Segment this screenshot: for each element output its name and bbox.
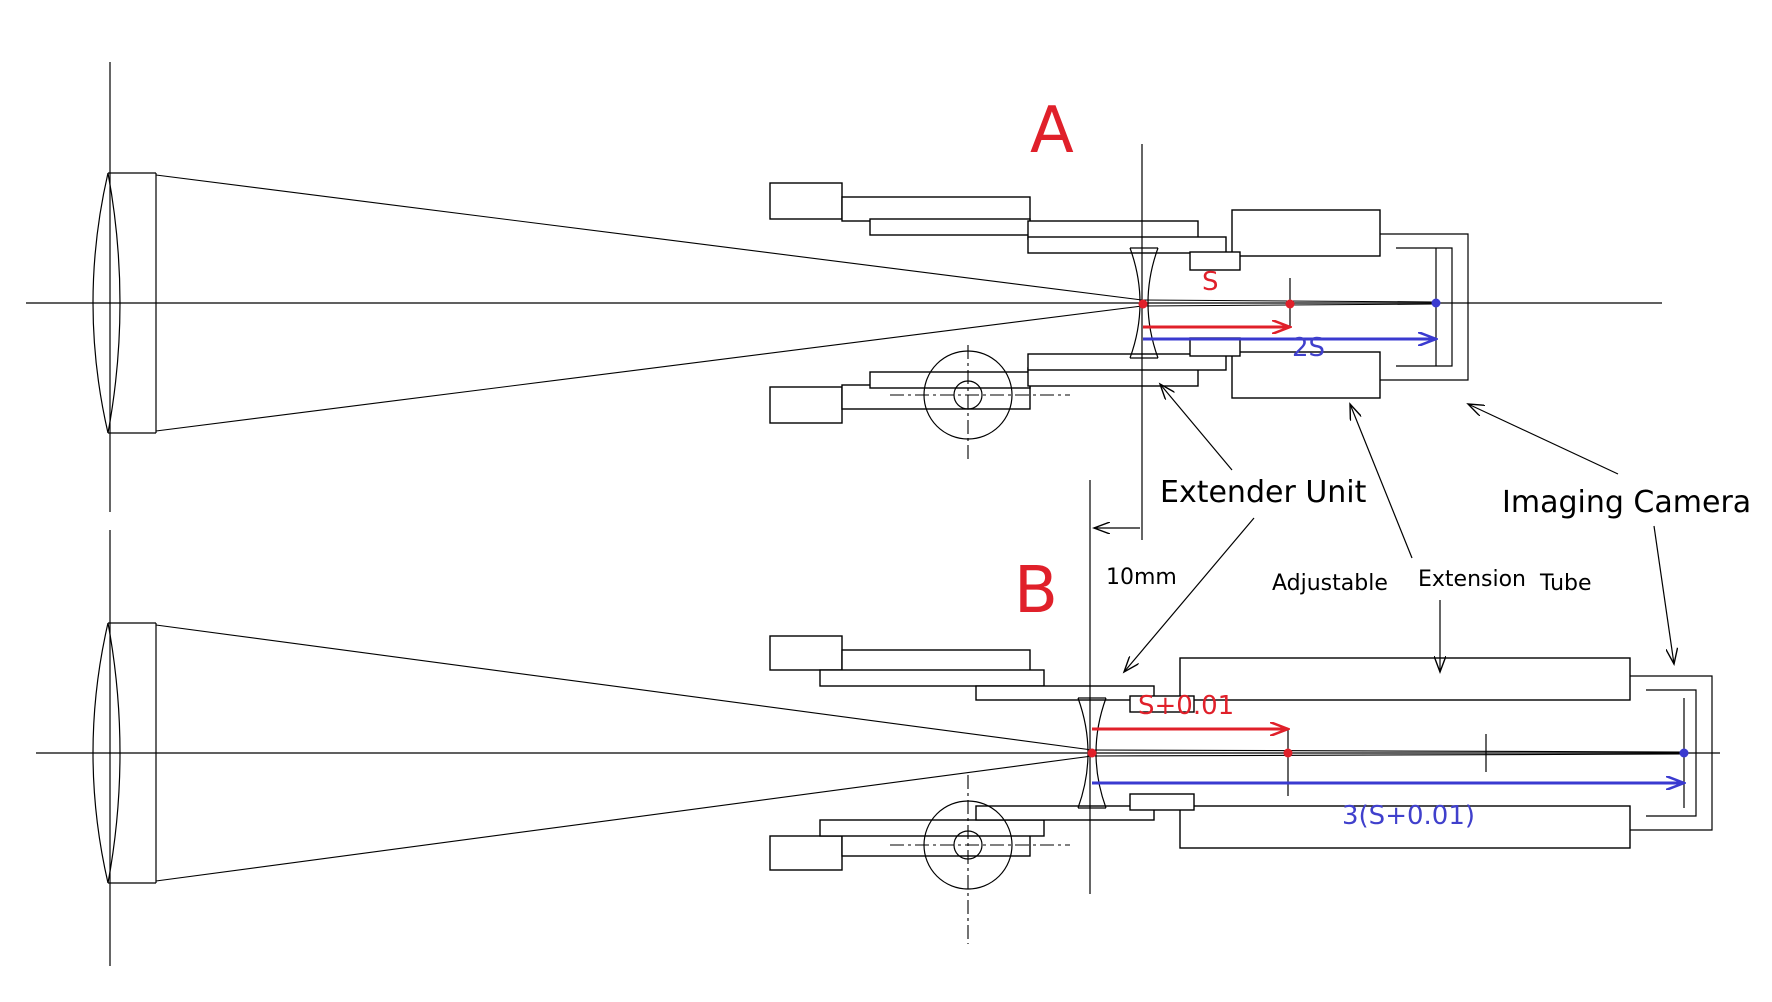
focuser-lower-b (769, 805, 1155, 871)
panel-b: B S+0.01 3(S+0.01) (36, 480, 1720, 966)
camera-pointer-b (1653, 525, 1674, 664)
extender-unit-label: Extender Unit (1160, 475, 1367, 510)
extender-pointer-a (1160, 384, 1233, 471)
objective-lens-b (92, 622, 157, 884)
focuser-lower (769, 353, 1227, 424)
extender-point-a (1138, 299, 1148, 309)
label-3s: 3(S+0.01) (1342, 801, 1475, 831)
camera-pointer-a (1468, 404, 1619, 475)
panel-a-letter: A (1030, 94, 1074, 168)
imaging-camera-a (1380, 233, 1469, 381)
adjustable-label: Adjustable (1272, 571, 1388, 596)
focus-point-b (1283, 748, 1293, 758)
callouts: 10mm Extender Unit Imaging Camera Adjust… (1094, 384, 1751, 672)
focus-knob (890, 345, 1070, 462)
focuser-upper (769, 182, 1227, 254)
sensor-point-a (1431, 298, 1441, 308)
sensor-point-b (1679, 748, 1689, 758)
label-s: S (1202, 267, 1219, 297)
extension-label: Extension (1418, 567, 1526, 592)
label-2s: 2S (1292, 333, 1325, 363)
focuser-upper-b (769, 635, 1155, 701)
extender-point-b (1087, 748, 1097, 758)
panel-a: A S 2S (26, 62, 1662, 540)
shift-label: 10mm (1106, 565, 1177, 590)
tube-pointer-a (1350, 404, 1413, 559)
extension-tube-b (1129, 657, 1631, 849)
tube-label: Tube (1539, 571, 1592, 596)
panel-b-letter: B (1014, 554, 1058, 628)
extender-lens-b (1077, 480, 1107, 894)
light-cone-b (155, 624, 1685, 882)
extension-tube-a (1189, 209, 1381, 399)
focus-point-a (1285, 299, 1295, 309)
objective-lens (92, 172, 157, 434)
light-cone (155, 174, 1437, 432)
extender-pointer-b (1124, 517, 1255, 672)
focus-knob-b (890, 775, 1070, 944)
extender-lens-a (1129, 144, 1159, 540)
imaging-camera-label: Imaging Camera (1502, 485, 1751, 520)
label-s-plus: S+0.01 (1138, 691, 1234, 721)
